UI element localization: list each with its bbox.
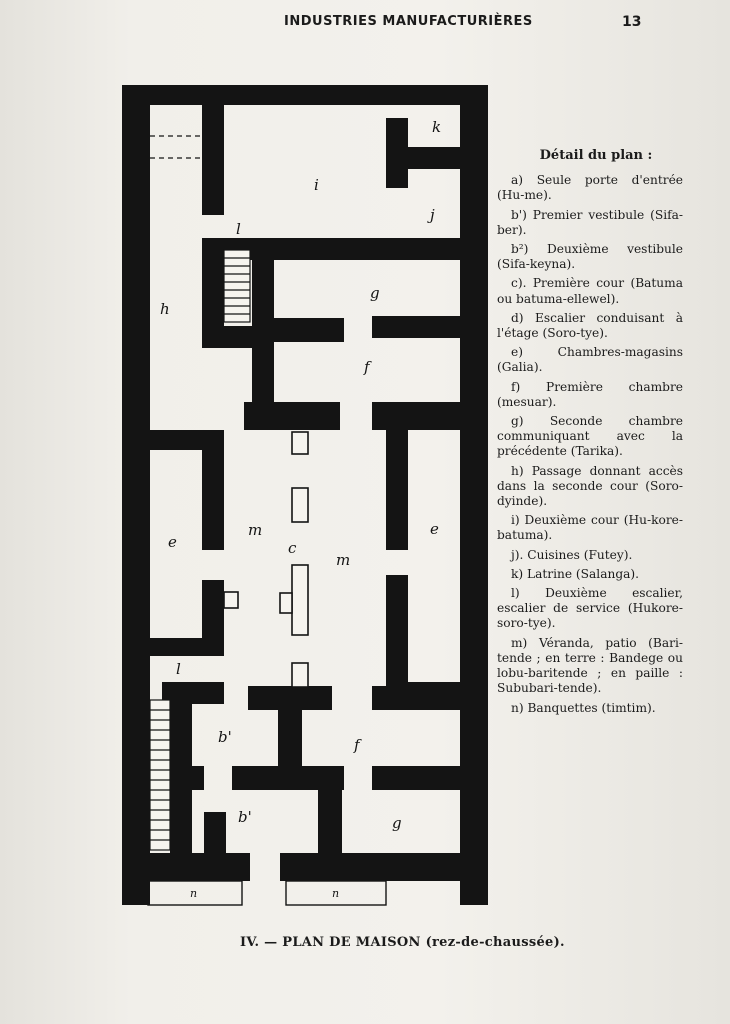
- label-b2: b': [218, 728, 232, 746]
- label-i: i: [314, 176, 319, 194]
- label-l-lower: l: [176, 660, 181, 678]
- legend-item: c). Première cour (Batuma ou batuma-elle…: [497, 276, 683, 306]
- label-c: c: [288, 539, 297, 557]
- label-e-right: e: [430, 520, 439, 538]
- label-g-lower: g: [392, 814, 402, 832]
- legend-item: d) Escalier conduisant à l'étage (Soro-t…: [497, 310, 683, 341]
- legend-item: h) Passage donnant accès dans la seconde…: [497, 463, 683, 509]
- wall-upper-left-post: [202, 105, 224, 215]
- wall-lower-post-right: [318, 766, 342, 853]
- label-h: h: [160, 300, 170, 318]
- plan-legend: Détail du plan : a) Seule porte d'entrée…: [497, 148, 683, 720]
- wall-bottom-right: [280, 853, 488, 881]
- wall-latrine-top: [386, 147, 460, 169]
- wall-right-post-1: [386, 430, 408, 550]
- wall-mid-cross: [244, 402, 340, 430]
- wall-right-post-2: [386, 575, 408, 685]
- label-f-lower: f: [353, 736, 362, 754]
- label-n-right: n: [332, 887, 339, 900]
- legend-item: b') Premier vestibule (Sifa-ber).: [497, 207, 683, 237]
- wall-left: [122, 85, 150, 905]
- label-l-upper: l: [236, 220, 241, 238]
- wall-stair-block: [202, 238, 224, 348]
- legend-item: k) Latrine (Salanga).: [511, 566, 640, 581]
- label-j: j: [427, 206, 435, 224]
- wall-mid-cross-right: [372, 402, 460, 430]
- label-n-left: n: [190, 887, 197, 900]
- wall-right: [460, 85, 488, 905]
- wall-lower-right: [372, 686, 460, 710]
- figure-caption: IV. — PLAN DE MAISON (rez-de-chaussée).: [240, 935, 565, 950]
- legend-item: n) Banquettes (timtim).: [511, 700, 656, 715]
- wall-stair-bottom: [202, 326, 252, 348]
- benches: [147, 880, 387, 906]
- legend-item: m) Véranda, patio (Bari-tende ; en terre…: [497, 635, 683, 696]
- legend-item: i) Deuxième cour (Hu-kore-batuma).: [497, 513, 683, 543]
- running-title: INDUSTRIES MANUFACTURIÈRES: [284, 14, 533, 29]
- legend-item: f) Première chambre (mesuar).: [497, 379, 683, 409]
- stair-upper: [223, 249, 251, 323]
- wall-lower-cross-left: [170, 766, 204, 790]
- legend-item: g) Seconde chambre communiquant avec la …: [497, 414, 683, 459]
- label-k: k: [432, 118, 441, 136]
- wall-bottom-left: [122, 853, 250, 881]
- dashed-opening: [150, 135, 202, 159]
- legend-item: e) Chambres-magasins (Galia).: [497, 345, 683, 375]
- stair-lower: [149, 699, 171, 851]
- wall-left-horizontal-2: [150, 638, 224, 656]
- wall-lower-small: [204, 812, 226, 853]
- label-m-right: m: [336, 551, 350, 569]
- label-e-left: e: [168, 533, 177, 551]
- wall-mid-right: [372, 316, 460, 338]
- wall-lower-cross-right: [372, 766, 460, 790]
- legend-item: b²) Deuxième vestibule (Sifa-keyna).: [497, 242, 683, 272]
- page-number: 13: [622, 14, 642, 30]
- label-f-upper: f: [363, 358, 372, 376]
- legend-item: j). Cuisines (Futey).: [511, 547, 633, 562]
- wall-mid-shelf: [252, 318, 344, 342]
- label-g-upper: g: [370, 284, 380, 302]
- courtyard-pillars: [223, 431, 309, 688]
- label-b1: b': [238, 808, 252, 826]
- label-m-left: m: [248, 521, 262, 539]
- wall-upper-cross: [202, 238, 460, 260]
- legend-item: a) Seule porte d'entrée (Hu-me).: [497, 173, 683, 203]
- wall-left-post-2: [202, 580, 224, 650]
- wall-top: [122, 85, 488, 105]
- legend-title: Détail du plan :: [539, 148, 653, 163]
- floor-plan: k i j l g h f e m c m e l b' f b' g n n: [122, 85, 488, 906]
- wall-left-post-1: [202, 430, 224, 550]
- legend-item: l) Deuxième escalier, escalier de servic…: [497, 586, 683, 631]
